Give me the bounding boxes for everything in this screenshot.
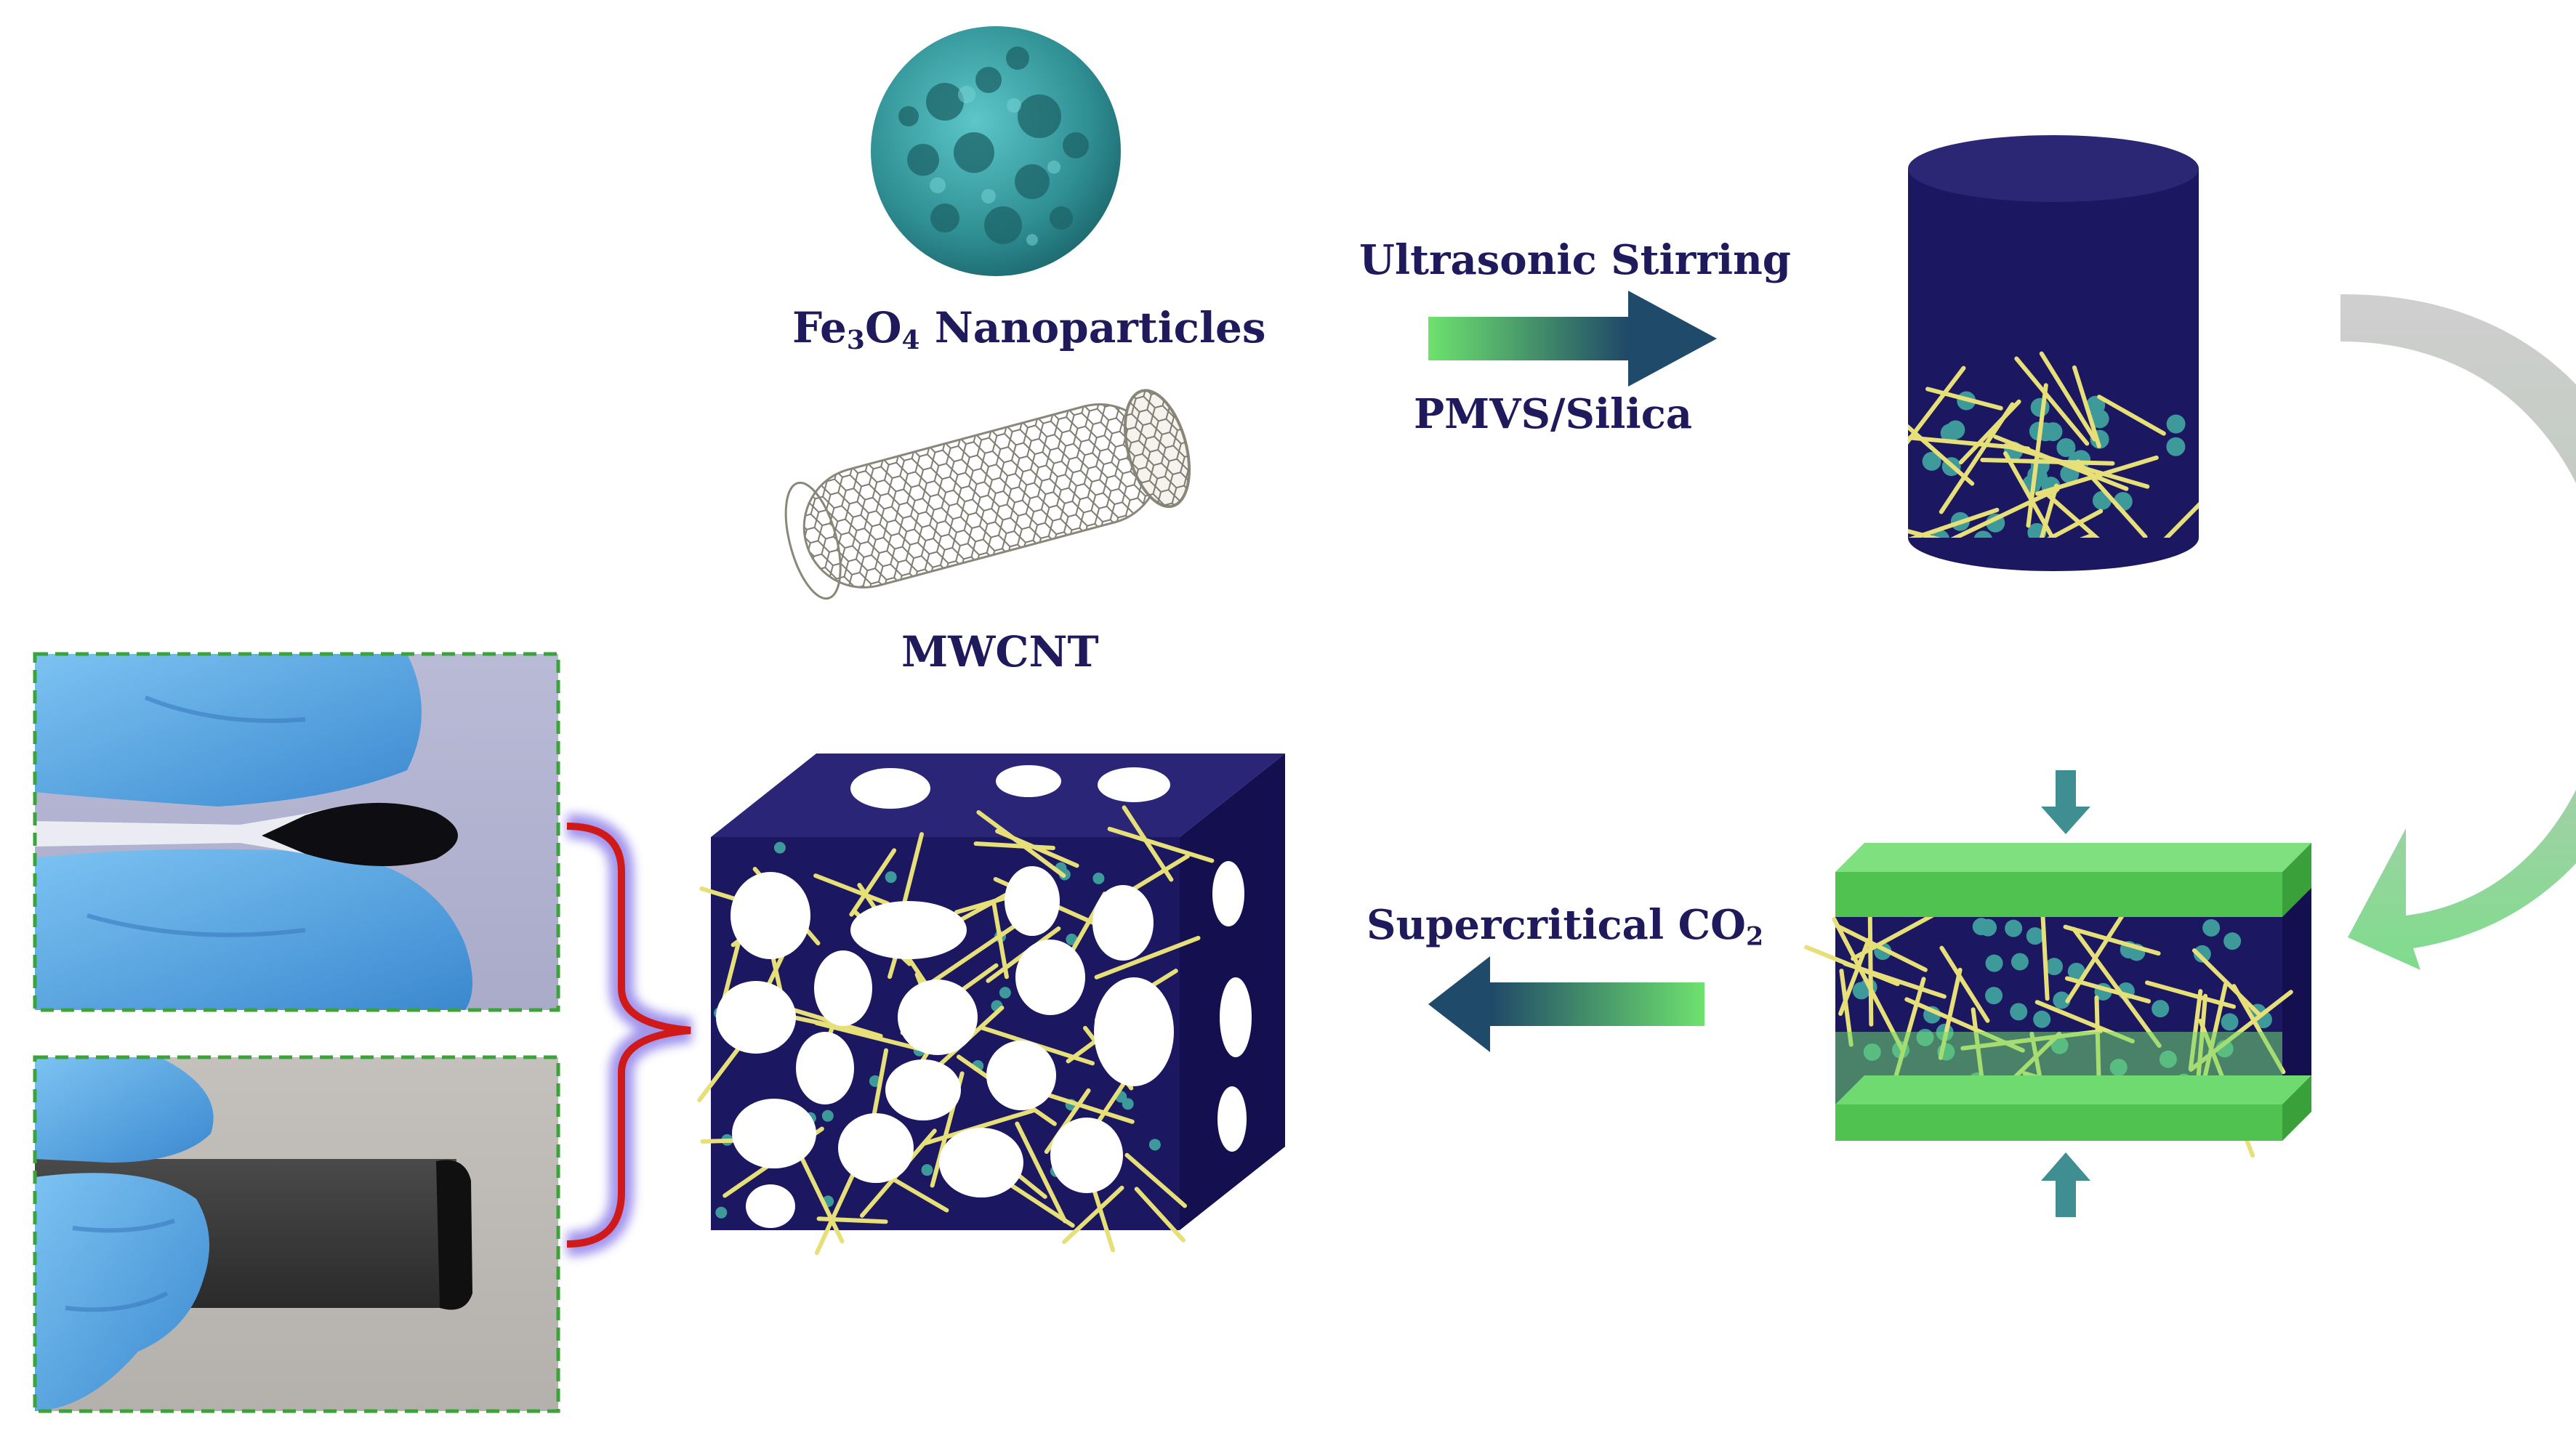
photo-compressed-foam [33, 652, 560, 1012]
fe3o4-nanoparticle-image [871, 26, 1121, 276]
compression-mold [1804, 770, 2311, 1217]
curved-process-arrow [2340, 294, 2576, 970]
mwcnt-label: MWCNT [901, 627, 1099, 676]
supercritical-co2-label: Supercritical CO2 [1367, 901, 1764, 952]
ultrasonic-stirring-label: Ultrasonic Stirring [1359, 236, 1791, 284]
mixture-cylinder [1908, 135, 2199, 571]
mwcnt-tube-image [784, 389, 1191, 600]
porous-foam-block [697, 754, 1285, 1256]
supercritical-arrow [1428, 956, 1704, 1052]
pmvs-silica-label: PMVS/Silica [1414, 390, 1693, 438]
bracket [566, 814, 692, 1256]
photo-foam-slab [33, 1055, 560, 1413]
ultrasonic-arrow [1428, 291, 1717, 387]
fe3o4-nanoparticles-label: Fe3O4 Nanoparticles [792, 303, 1266, 355]
